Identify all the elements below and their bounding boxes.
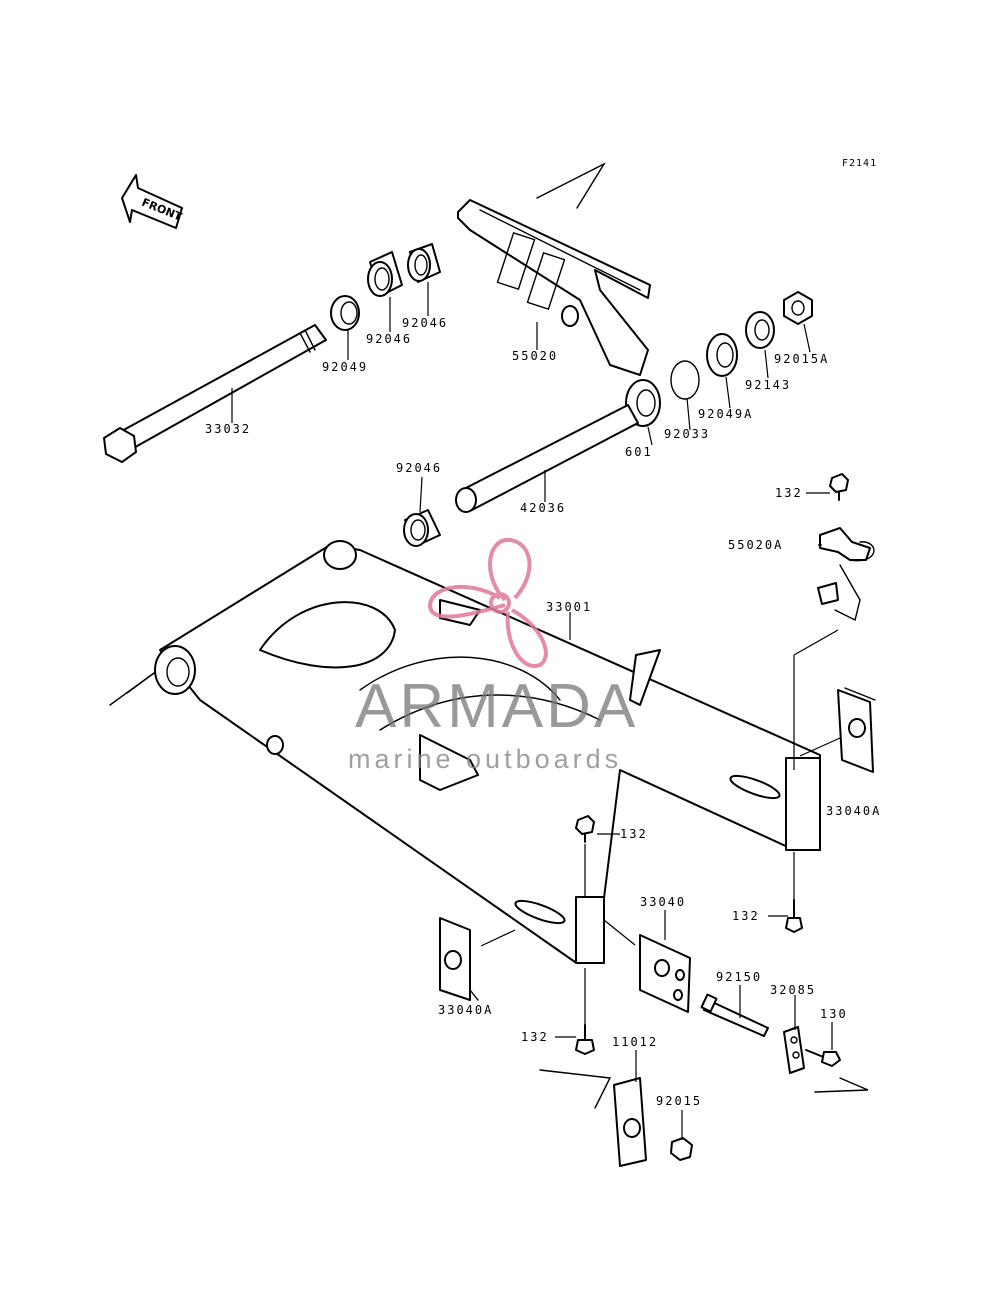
label-92143: 92143 — [745, 378, 791, 392]
label-42036: 42036 — [520, 501, 566, 515]
label-32085: 32085 — [770, 983, 816, 997]
leader-lines — [231, 282, 841, 1140]
needle-bearing-lower — [403, 509, 441, 547]
label-132-a: 132 — [775, 486, 803, 500]
label-92015: 92015 — [656, 1094, 702, 1108]
ball-bearing-601 — [625, 379, 661, 427]
label-132-c: 132 — [732, 909, 760, 923]
sleeve-42036 — [455, 404, 639, 513]
label-55020: 55020 — [512, 349, 558, 363]
chain-guide-bracket — [817, 527, 875, 622]
label-92049a: 92049A — [698, 407, 753, 421]
label-92150: 92150 — [716, 970, 762, 984]
bolt-132-middle — [575, 815, 595, 843]
bolt-132-bottom — [575, 1024, 595, 1055]
label-55020a: 55020A — [728, 538, 783, 552]
adjuster-bolt — [700, 993, 769, 1037]
label-130: 130 — [820, 1007, 848, 1021]
front-arrow-icon: FRONT — [121, 174, 184, 229]
watermark: ARMADA marine outboards — [348, 537, 638, 774]
needle-bearing-left — [367, 251, 403, 297]
needle-bearing-right — [407, 243, 441, 283]
adjuster-plate-left — [439, 917, 479, 1001]
stopper-plate — [783, 1026, 805, 1074]
nut-92015 — [670, 1137, 693, 1161]
label-92049: 92049 — [322, 360, 368, 374]
label-33032: 33032 — [205, 422, 251, 436]
bolt-132-right — [785, 899, 803, 933]
oil-seal-92049a — [706, 333, 738, 377]
label-33001: 33001 — [546, 600, 592, 614]
chain-guide — [457, 199, 651, 376]
swing-arm — [154, 540, 821, 964]
label-92015a: 92015A — [774, 352, 829, 366]
propeller-logo-icon — [427, 537, 548, 668]
label-92033: 92033 — [664, 427, 710, 441]
collar-92143 — [745, 311, 775, 349]
chain-adjuster-block — [639, 934, 691, 1013]
bolt-130 — [805, 1049, 841, 1067]
label-33040a-left: 33040A — [438, 1003, 493, 1017]
bolt-132-top — [829, 473, 849, 501]
label-33040a-right: 33040A — [826, 804, 881, 818]
label-132-b: 132 — [620, 827, 648, 841]
label-601: 601 — [625, 445, 653, 459]
watermark-brand: ARMADA — [355, 672, 638, 741]
guide-block — [613, 1077, 647, 1167]
nut-92015a — [783, 291, 813, 325]
oil-seal-92049 — [330, 295, 360, 331]
label-11012: 11012 — [612, 1035, 658, 1049]
adjuster-plate-right — [837, 687, 876, 773]
label-33040: 33040 — [640, 895, 686, 909]
label-92046-b: 92046 — [402, 316, 448, 330]
label-92046-a: 92046 — [366, 332, 412, 346]
label-132-d: 132 — [521, 1030, 549, 1044]
watermark-tagline: marine outboards — [348, 744, 622, 774]
figure-ref: F2141 — [842, 158, 877, 169]
circlip-92033 — [670, 360, 700, 400]
swingarm-axle — [103, 324, 327, 463]
label-92046-c: 92046 — [396, 461, 442, 475]
